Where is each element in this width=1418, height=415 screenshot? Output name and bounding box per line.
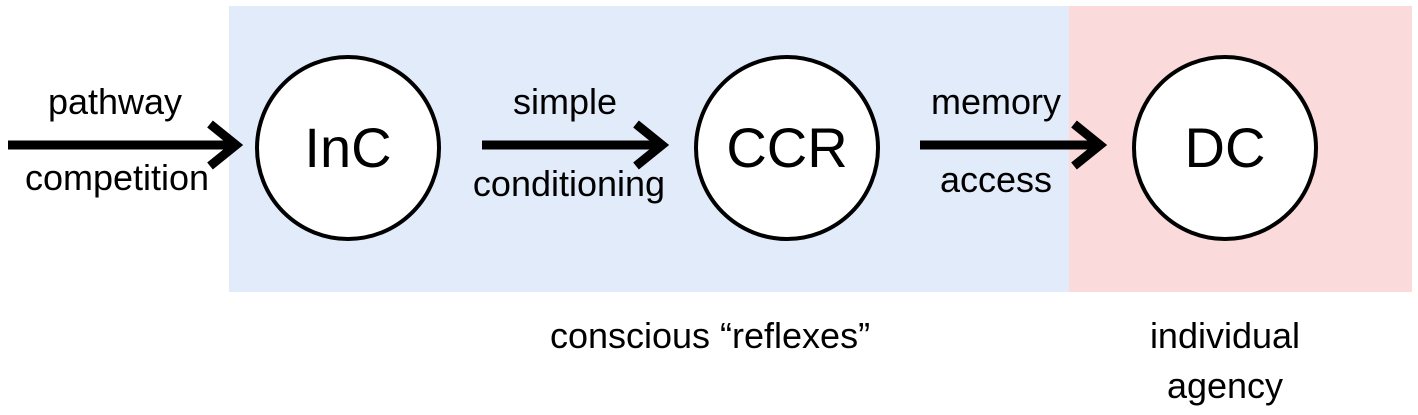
arrow-memory-access (920, 120, 1108, 170)
edge-label-pathway: pathway (47, 81, 183, 122)
arrow-simple-conditioning (482, 120, 670, 170)
node-ccr: CCR (694, 55, 880, 241)
arrowhead (207, 120, 244, 170)
node-ccr-label: CCR (726, 116, 848, 179)
arrowhead (633, 120, 670, 170)
edge-label-memory: memory (930, 81, 1061, 122)
region-label-conscious-reflexes: conscious “reflexes” (549, 315, 871, 356)
region-label-individual: individual (1149, 315, 1301, 356)
edge-label-conditioning: conditioning (472, 163, 666, 204)
node-dc-label: DC (1184, 116, 1266, 179)
edge-label-access: access (939, 159, 1053, 200)
arrow-pathway-competition (8, 120, 244, 170)
arrowhead (1071, 120, 1108, 170)
node-dc: DC (1132, 55, 1318, 241)
edge-label-competition: competition (24, 157, 210, 198)
node-inc: InC (255, 55, 441, 241)
edge-label-simple: simple (512, 81, 618, 122)
node-inc-label: InC (304, 116, 392, 179)
region-label-agency: agency (1166, 365, 1284, 406)
